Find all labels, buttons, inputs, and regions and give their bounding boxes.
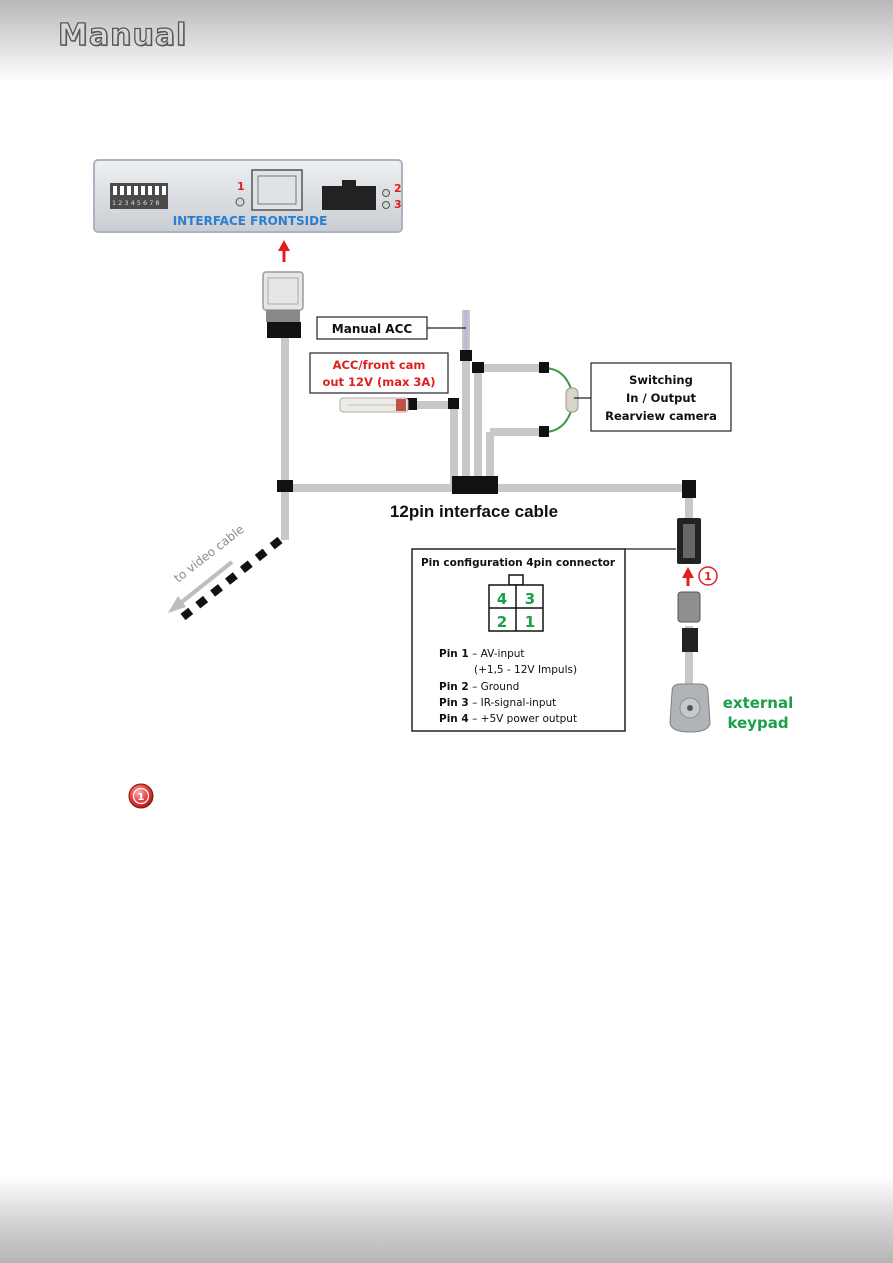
pin-line: Pin 2 – Ground xyxy=(439,681,519,693)
arrow-up-icon xyxy=(278,240,290,262)
acc-front-cam-box: ACC/front cam out 12V (max 3A) xyxy=(309,352,449,394)
pin-config-box: Pin configuration 4pin connector 4 3 2 1… xyxy=(411,548,676,732)
interface-box: 1 2 3 4 5 6 7 8 ON 1 2 3 INTERFACE FRONT… xyxy=(93,159,403,233)
connector-socket xyxy=(322,186,376,210)
cable-label: 12pin interface cable xyxy=(390,502,558,521)
4pin-connector xyxy=(677,518,701,564)
pin-name: Pin 4 xyxy=(439,713,469,725)
pin-name: Pin 3 xyxy=(439,697,469,709)
pin-line: Pin 4 – +5V power output xyxy=(439,713,577,725)
page-header: Manual xyxy=(0,0,893,82)
page-footer xyxy=(0,1175,893,1263)
footnote-callout-icon: 1 xyxy=(128,783,154,809)
pin-grid-1: 1 xyxy=(525,613,535,631)
fuse-holder xyxy=(565,387,579,413)
dip-on: ON xyxy=(112,209,120,215)
manual-acc-label: Manual ACC xyxy=(332,322,413,336)
pin-grid-3: 3 xyxy=(525,590,535,608)
12pin-socket xyxy=(251,169,303,211)
acc-label-line2: out 12V (max 3A) xyxy=(322,375,435,389)
pin-name: Pin 2 xyxy=(439,681,469,693)
switching-box: Switching In / Output Rearview camera xyxy=(574,362,732,432)
acc-plug xyxy=(339,397,409,413)
pin-config-title: Pin configuration 4pin connector xyxy=(421,557,616,569)
switching-label-line2: In / Output xyxy=(626,391,697,405)
pin-desc: – Ground xyxy=(469,681,520,693)
pin-desc: – +5V power output xyxy=(469,713,577,725)
callout-circle-1 xyxy=(698,566,718,586)
pin-desc: – AV-input xyxy=(469,648,525,660)
pin-grid-4: 4 xyxy=(497,590,507,608)
pin-name: Pin 1 xyxy=(439,648,469,660)
pin-desc: – IR-signal-input xyxy=(469,697,557,709)
pin-line: (+1,5 - 12V Impuls) xyxy=(474,664,577,676)
led-3-label: 3 xyxy=(394,198,402,211)
callout-number-1: 1 xyxy=(704,570,712,583)
footnote-callout-number: 1 xyxy=(138,792,145,803)
acc-label-line1: ACC/front cam xyxy=(333,358,426,372)
video-cable-dash xyxy=(180,536,283,621)
manual-acc-box: Manual ACC xyxy=(316,316,466,340)
switching-label-line3: Rearview camera xyxy=(605,409,717,423)
pin-desc: (+1,5 - 12V Impuls) xyxy=(474,664,577,676)
arrow-up-icon xyxy=(682,567,694,586)
pin-line: Pin 3 – IR-signal-input xyxy=(439,697,556,709)
interface-label: INTERFACE FRONTSIDE xyxy=(173,214,328,228)
arrow-down-left-icon xyxy=(168,560,234,613)
led-3 xyxy=(382,201,390,209)
dip-numbers: 1 2 3 4 5 6 7 8 xyxy=(112,199,160,207)
switching-label-line1: Switching xyxy=(629,373,693,387)
led-2 xyxy=(382,189,390,197)
led-1-label: 1 xyxy=(237,180,245,193)
cable-clips xyxy=(277,350,696,498)
keypad-label-line2: keypad xyxy=(727,714,788,732)
keypad-label-line1: external xyxy=(723,694,794,712)
keypad-plug xyxy=(677,591,701,652)
pin-grid-2: 2 xyxy=(497,613,507,631)
keypad-icon xyxy=(669,683,711,733)
pin-line: Pin 1 – AV-input xyxy=(439,648,525,660)
led-2-label: 2 xyxy=(394,182,402,195)
led-1 xyxy=(235,197,245,207)
12pin-plug xyxy=(262,271,304,338)
header-title: Manual xyxy=(57,17,188,53)
